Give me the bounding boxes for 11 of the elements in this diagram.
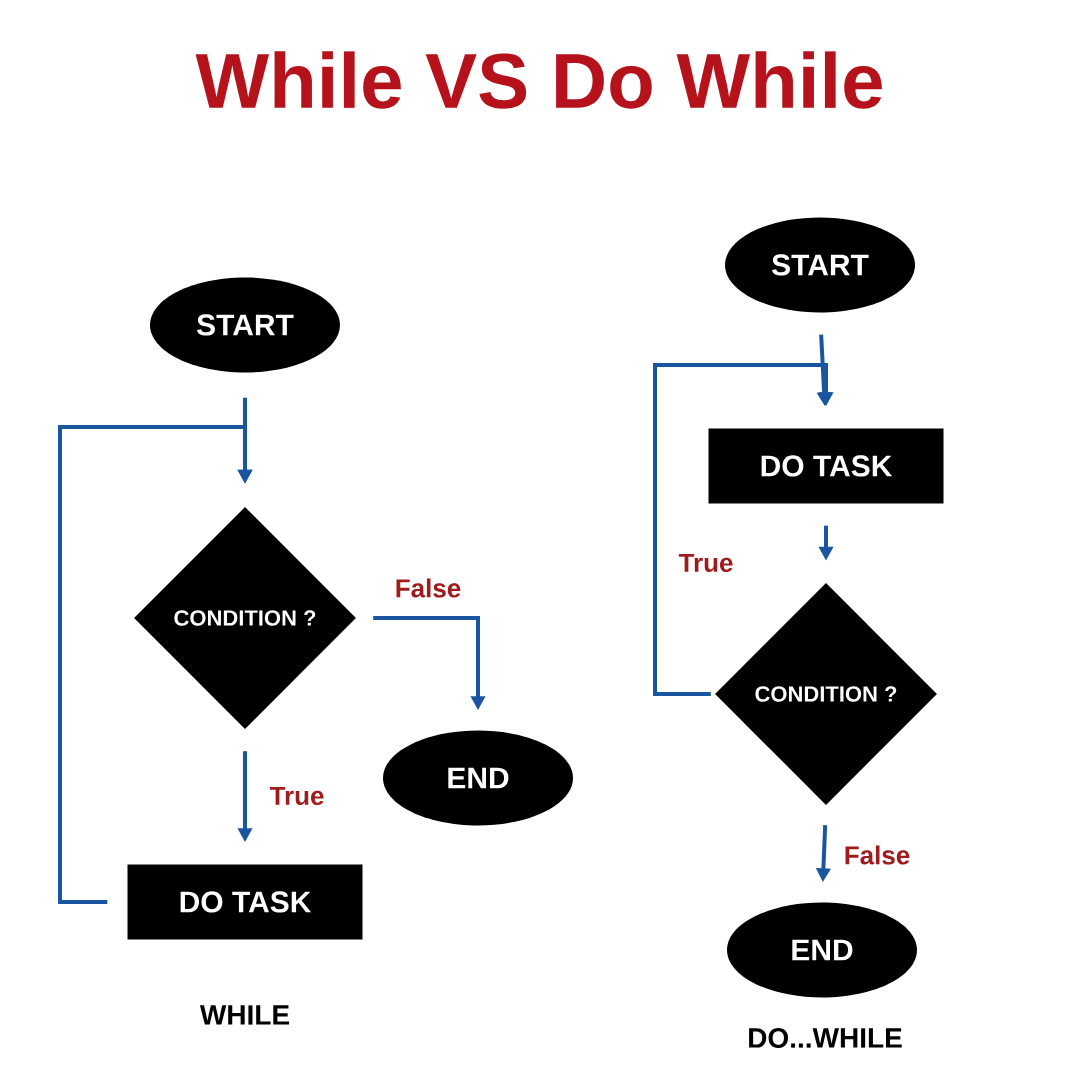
process-box: DO TASK bbox=[127, 864, 363, 940]
arrow bbox=[653, 363, 834, 696]
edge-label: False bbox=[841, 843, 913, 867]
caption: DO...WHILE bbox=[749, 1028, 902, 1048]
edge-label: True bbox=[676, 551, 736, 575]
edge-label: True bbox=[267, 784, 327, 808]
process-box: DO TASK bbox=[708, 428, 944, 504]
edge-label: False bbox=[392, 576, 464, 600]
caption: WHILE bbox=[199, 1005, 289, 1025]
title: While VS Do While bbox=[195, 51, 882, 109]
arrow bbox=[58, 425, 253, 904]
